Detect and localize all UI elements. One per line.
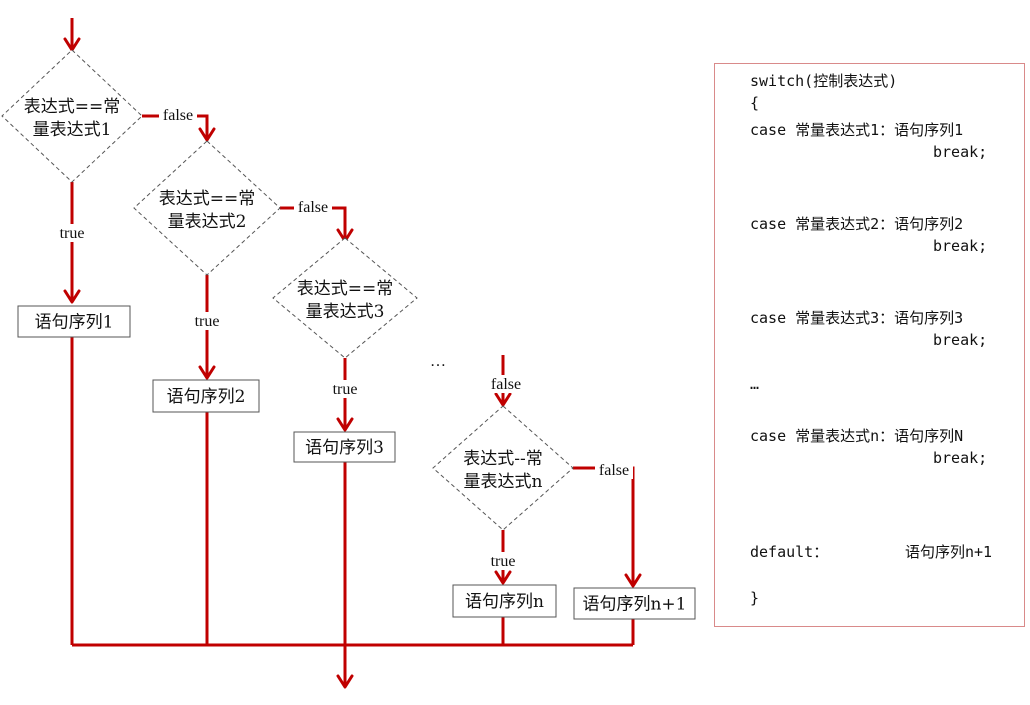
code-line: … <box>750 375 760 393</box>
false-arrow-n-line <box>573 466 635 586</box>
statement-text-1: 语句序列1 <box>35 313 114 333</box>
statement-text-4: 语句序列n <box>465 592 544 612</box>
statement-box-2 <box>152 379 260 413</box>
true-arrowhead-3 <box>336 417 354 432</box>
code-line: case 常量表达式3：语句序列3 <box>750 309 964 327</box>
true-arrowhead-2 <box>198 365 216 380</box>
exit-arrowhead <box>336 674 354 689</box>
code-line: break; <box>933 143 988 161</box>
code-line: 语句序列n+1 <box>905 543 993 561</box>
code-line: case 常量表达式n：语句序列N <box>750 427 964 445</box>
condition-diamond-4 <box>432 405 574 531</box>
code-line: break; <box>933 237 988 255</box>
true-label-1: true <box>60 225 85 242</box>
false-arrowhead-n <box>624 573 642 588</box>
statement-box-3 <box>293 431 396 463</box>
code-line: break; <box>933 331 988 349</box>
statement-box-4 <box>452 584 557 618</box>
code-line: default： <box>750 543 829 561</box>
statement-box-1 <box>17 305 131 338</box>
condition-text-2: 表达式==常量表达式2 <box>159 189 256 232</box>
condition-diamond-1 <box>1 49 143 183</box>
switch-flowchart: 表达式==常量表达式1 表达式==常量表达式2 表达式==常量表达式3 表达式--常量… <box>1 18 696 689</box>
statement-text-3: 语句序列3 <box>305 438 384 458</box>
code-line: case 常量表达式2：语句序列2 <box>750 215 964 233</box>
code-line: switch(控制表达式) <box>750 72 898 90</box>
true-label-3: true <box>333 381 358 398</box>
condition-text-4: 表达式--常量表达式n <box>463 449 543 492</box>
condition-diamond-2 <box>133 140 281 276</box>
true-arrowhead-1 <box>63 289 81 304</box>
condition-text-1: 表达式==常量表达式1 <box>24 97 121 140</box>
condition-text-3: 表达式==常量表达式3 <box>297 279 394 322</box>
code-line: } <box>750 589 760 607</box>
false-label-2: false <box>298 199 328 216</box>
true-label-4: true <box>491 553 516 570</box>
false-arrowhead-n-in <box>494 392 512 407</box>
code-line: case 常量表达式1：语句序列1 <box>750 121 964 139</box>
condition-diamond-3 <box>272 237 418 359</box>
false-arrowhead-1 <box>198 127 216 142</box>
ellipsis-dots: … <box>430 353 446 370</box>
statement-text-5: 语句序列n+1 <box>582 595 686 615</box>
statement-text-2: 语句序列2 <box>167 387 246 407</box>
false-label-3: false <box>491 376 521 393</box>
code-panel: switch(控制表达式) { case 常量表达式1：语句序列1 break; cas… <box>714 63 1025 627</box>
false-label-1: false <box>163 107 193 124</box>
false-label-4: false <box>599 462 629 479</box>
true-label-2: true <box>195 313 220 330</box>
statement-box-5 <box>573 587 696 620</box>
true-arrowhead-n <box>494 570 512 585</box>
code-line: break; <box>933 449 988 467</box>
code-line: { <box>750 94 760 112</box>
